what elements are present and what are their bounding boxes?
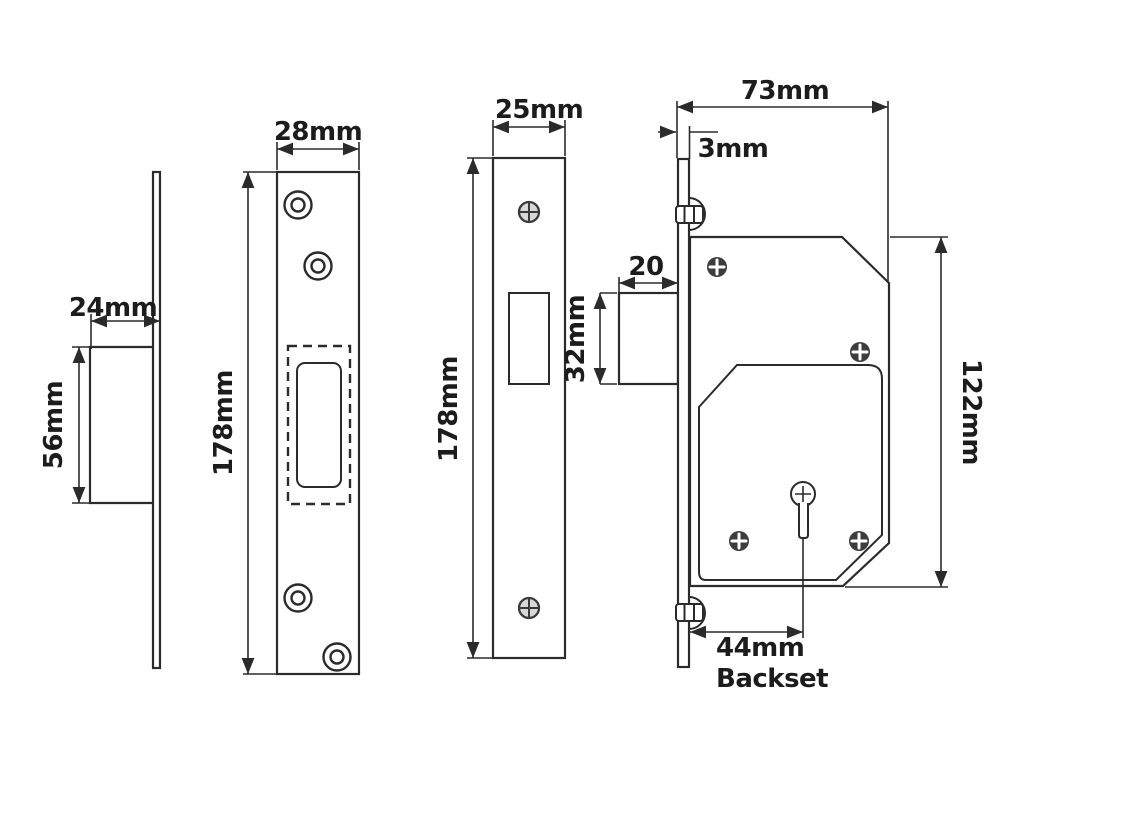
dim-56mm: 56mm: [39, 346, 90, 504]
dim-label-122mm: 122mm: [956, 359, 986, 465]
case-screw-icon: [729, 531, 749, 551]
dim-73mm: 73mm: [676, 76, 889, 283]
strike-cutout-dashed-outline: [286, 344, 352, 506]
dim-3mm: 3mm: [658, 125, 769, 164]
strike-plate-front-view: 28mm 178mm: [209, 117, 363, 676]
strike-plate-side-view: 24mm 56mm: [39, 170, 162, 670]
dim-label-178mm-faceplate: 178mm: [434, 356, 464, 462]
faceplate-bolt-opening: [508, 292, 550, 385]
dim-32mm: 32mm: [561, 292, 617, 385]
lock-faceplate-edge: [676, 157, 691, 669]
dim-28mm: 28mm: [274, 117, 363, 170]
dim-label-178mm-strike: 178mm: [209, 370, 239, 476]
dim-178mm-faceplate: 178mm: [434, 157, 493, 659]
dim-25mm: 25mm: [492, 95, 584, 156]
dim-20: 20: [618, 252, 678, 293]
dim-label-73mm: 73mm: [741, 76, 829, 106]
dim-178mm-strike: 178mm: [209, 171, 277, 675]
dim-label-25mm: 25mm: [495, 95, 583, 125]
dim-122mm: 122mm: [845, 236, 986, 588]
faceplate-face: [491, 156, 567, 660]
strike-plate-edge: [151, 170, 162, 670]
phillips-screw-icon: [517, 596, 541, 620]
fixing-bolt-icon: [675, 197, 706, 231]
dim-label-20: 20: [628, 252, 663, 282]
case-screw-icon: [849, 531, 869, 551]
faceplate-front-view: 25mm 178mm: [434, 95, 584, 660]
dim-label-backset: Backset: [716, 664, 828, 694]
case-screw-icon: [850, 342, 870, 362]
dim-label-24mm: 24mm: [69, 293, 157, 323]
dim-label-56mm: 56mm: [39, 381, 69, 469]
screw-hole-ring-icon: [283, 583, 313, 613]
fixing-bolt-icon: [675, 596, 706, 630]
dim-24mm: 24mm: [69, 293, 160, 349]
case-screw-icon: [707, 257, 727, 277]
strike-box-outline: [88, 345, 153, 505]
dim-label-28mm: 28mm: [274, 117, 362, 147]
dim-label-3mm: 3mm: [698, 134, 769, 164]
phillips-screw-icon: [517, 200, 541, 224]
screw-hole-ring-icon: [283, 190, 313, 220]
lock-case-inner-plate: [698, 364, 883, 581]
keyhole-icon: [790, 481, 816, 539]
dim-label-44mm: 44mm: [716, 633, 804, 663]
strike-cutout-opening: [296, 362, 342, 488]
dim-label-32mm: 32mm: [561, 295, 591, 383]
screw-hole-ring-icon: [303, 251, 333, 281]
screw-hole-ring-icon: [322, 642, 352, 672]
dim-44mm-backset: 44mm Backset: [690, 538, 829, 694]
deadbolt: [617, 291, 680, 386]
lock-case-side-view: 73mm 3mm 20 32mm 122mm: [561, 76, 986, 694]
